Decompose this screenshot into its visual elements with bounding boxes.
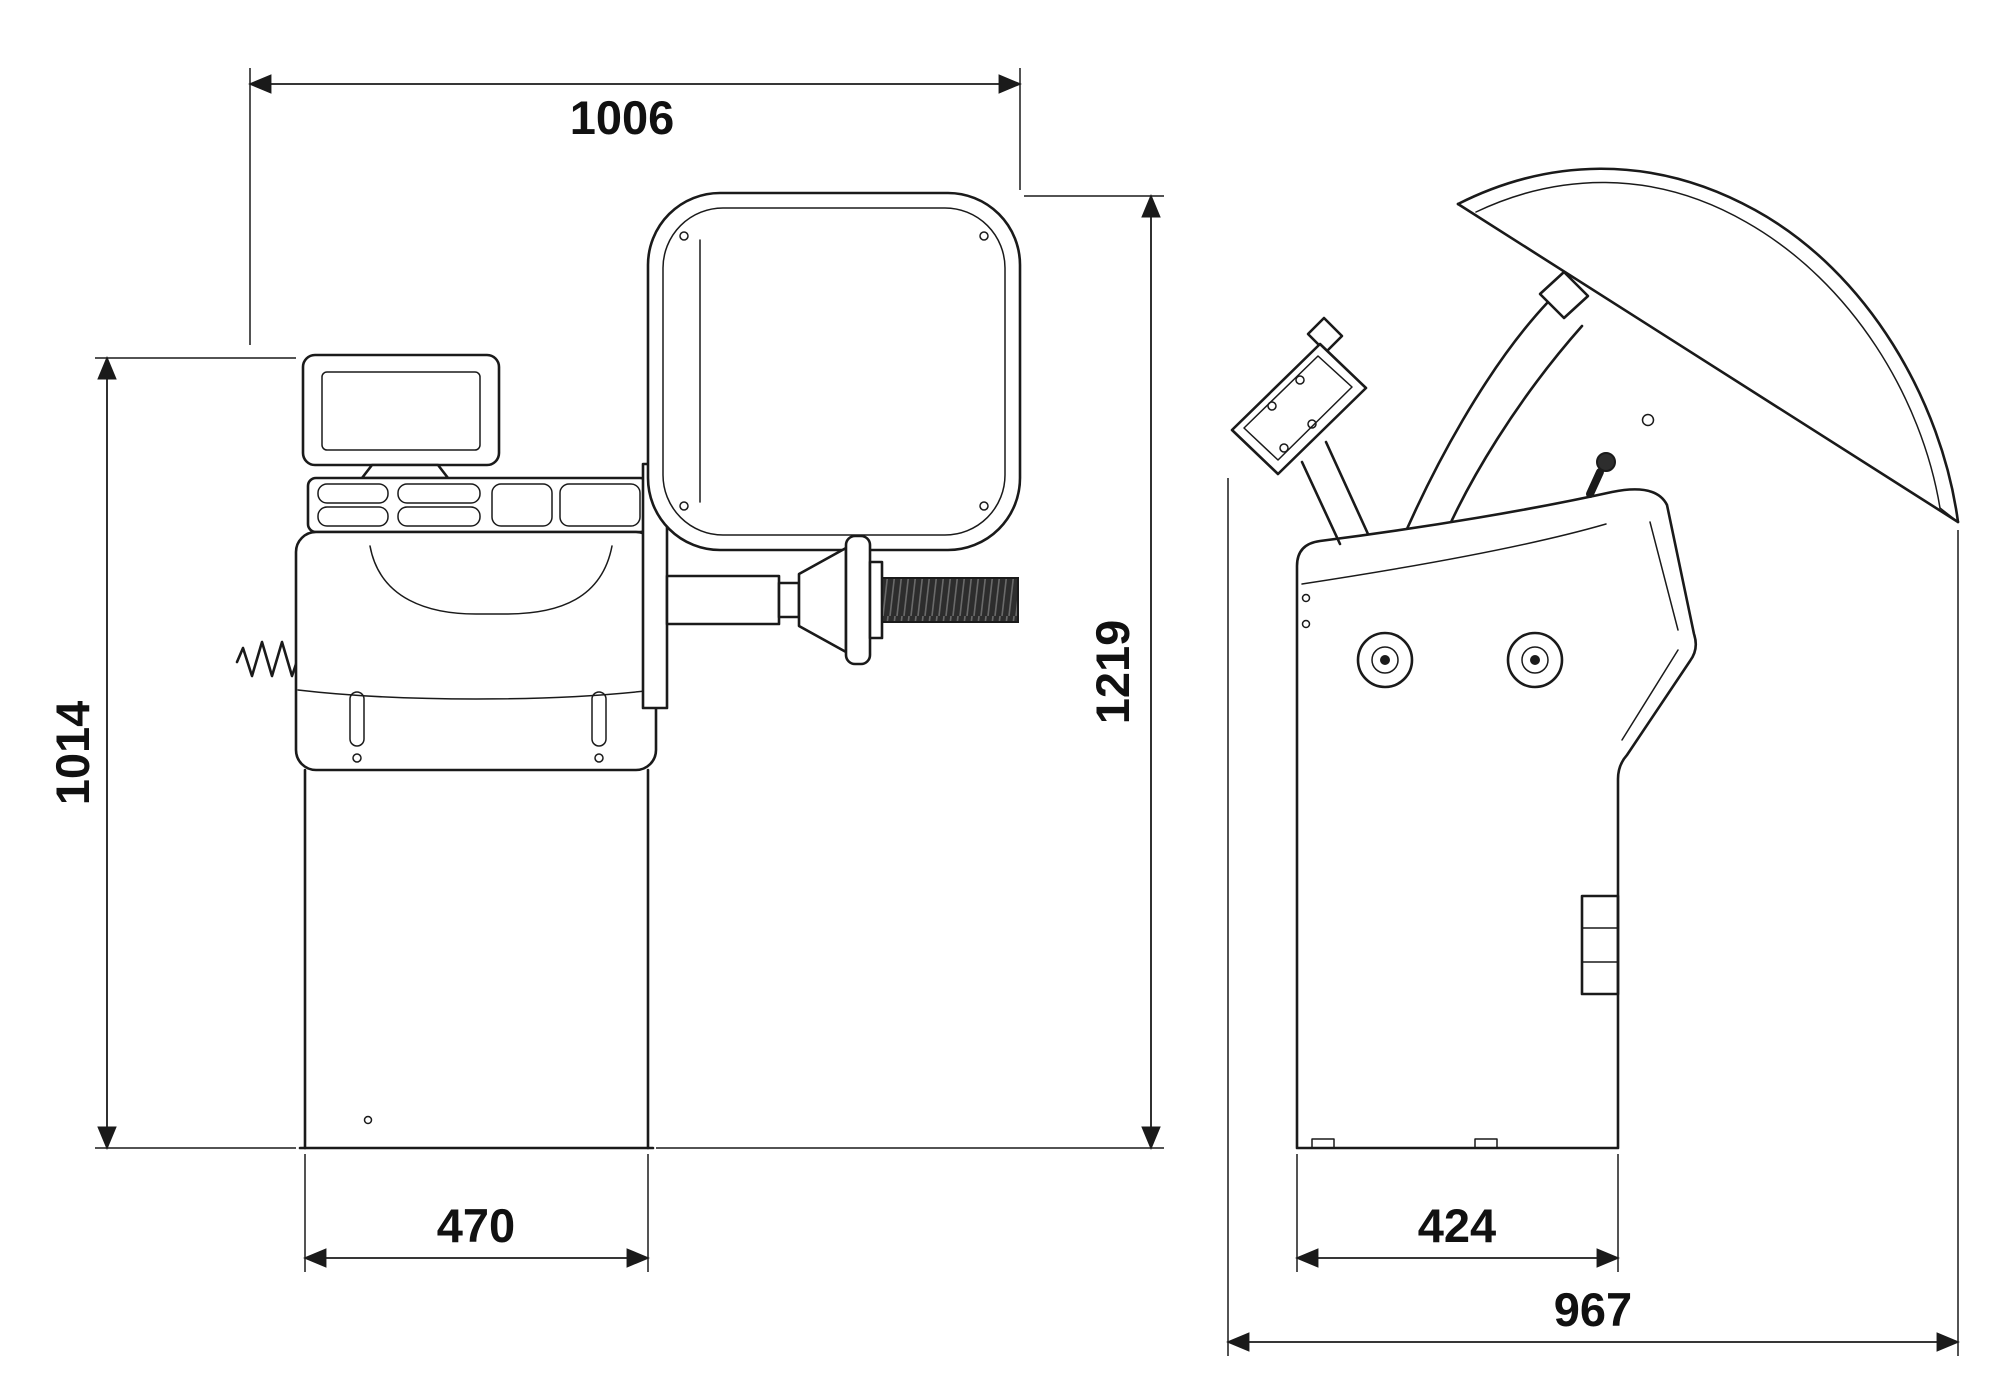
base-hole <box>363 1115 373 1125</box>
brake-knob <box>1586 452 1616 498</box>
dim-front-base-width-label: 470 <box>437 1199 515 1252</box>
screw <box>1301 619 1311 629</box>
dim-front-total-height-label: 1219 <box>1086 620 1139 725</box>
screw <box>979 501 989 511</box>
dim-front-body-height-label: 1014 <box>46 701 99 806</box>
shaft-tube <box>665 574 781 626</box>
body-recess <box>369 545 613 615</box>
flange-disc <box>844 534 872 666</box>
console-seam <box>1301 523 1607 585</box>
adjustment-knobs <box>1356 631 1564 689</box>
tray-pocket <box>317 506 389 527</box>
tray-pocket <box>491 483 553 527</box>
power-cord-coil <box>235 640 304 678</box>
foot <box>1311 1138 1335 1149</box>
hub <box>868 560 884 640</box>
shaft-step <box>777 581 801 619</box>
guard-hole <box>1641 413 1655 427</box>
body-seam <box>297 689 655 700</box>
display-tab <box>1306 316 1344 354</box>
centering-cone <box>797 546 848 654</box>
side-view: 424 967 <box>1226 167 1960 1356</box>
front-view: 1006 1014 1219 470 <box>46 68 1164 1272</box>
shaft-assembly <box>665 534 1019 666</box>
display-stand <box>360 463 450 480</box>
dim-front-total-width: 1006 <box>248 68 1022 345</box>
screw <box>679 501 689 511</box>
dim-front-base-width: 470 <box>303 1154 650 1272</box>
display-arm <box>1324 440 1370 536</box>
dim-side-total-depth: 967 <box>1226 478 1960 1356</box>
dim-side-base-width-label: 424 <box>1418 1199 1496 1252</box>
pedestal <box>298 768 655 1150</box>
screw <box>352 753 362 763</box>
tray-pocket <box>317 483 389 504</box>
body-slot <box>349 691 365 747</box>
guard-arm <box>1398 270 1590 554</box>
weight-tray <box>306 476 650 534</box>
screw <box>979 231 989 241</box>
side-body <box>1295 488 1698 1150</box>
tray-pocket <box>397 506 481 527</box>
wheel-guard-side-open <box>1456 167 1960 524</box>
dim-front-total-width-label: 1006 <box>570 91 675 144</box>
screw <box>1279 443 1289 453</box>
display-arm <box>1300 460 1342 546</box>
screw <box>1301 593 1311 603</box>
threaded-shaft <box>881 577 1019 623</box>
tray-pocket <box>397 483 481 504</box>
display-monitor <box>301 353 501 480</box>
arm-bracket <box>1538 270 1590 320</box>
display-head-side <box>1230 316 1370 546</box>
dim-side-base-width: 424 <box>1295 1154 1620 1272</box>
guard-rim-edge <box>1456 202 1960 524</box>
screw <box>1267 401 1277 411</box>
side-panel-box <box>1580 894 1620 996</box>
screw <box>679 231 689 241</box>
wheel-guard-front <box>646 191 1022 552</box>
screw <box>1307 419 1317 429</box>
foot <box>1474 1138 1498 1149</box>
screw <box>594 753 604 763</box>
display-screen <box>321 371 481 451</box>
tray-pocket <box>559 483 641 527</box>
machine-body <box>294 530 658 772</box>
dim-front-total-height: 1219 <box>656 194 1164 1150</box>
screw <box>1295 375 1305 385</box>
dim-side-total-depth-label: 967 <box>1554 1283 1632 1336</box>
body-slot <box>591 691 607 747</box>
dim-front-body-height: 1014 <box>46 356 296 1150</box>
